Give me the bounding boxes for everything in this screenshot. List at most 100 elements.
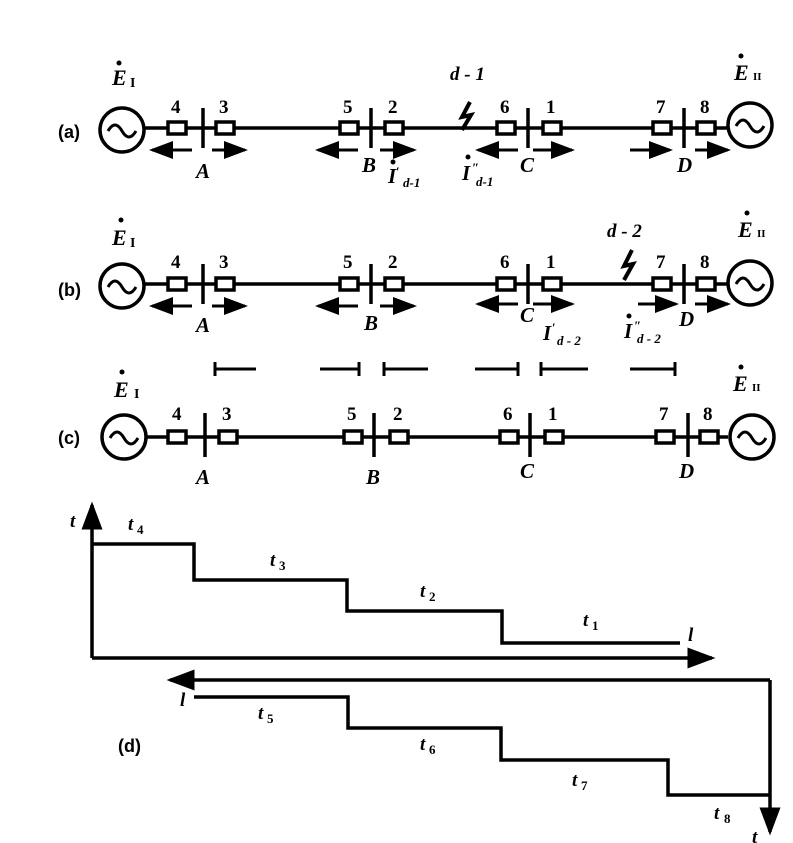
svg-text:t: t bbox=[270, 550, 276, 571]
upper-step-label: t 4 bbox=[128, 514, 144, 537]
direction-arrows bbox=[149, 295, 731, 315]
breaker-1 bbox=[543, 429, 565, 445]
breaker-6 bbox=[495, 276, 517, 292]
fault-lightning-icon bbox=[458, 101, 476, 132]
breaker-number: 6 bbox=[500, 252, 510, 273]
source-right-label: E II bbox=[733, 53, 762, 85]
svg-text:′: ′ bbox=[396, 164, 400, 179]
upper-step-label: t 1 bbox=[583, 610, 599, 633]
breaker-7 bbox=[651, 120, 673, 136]
svg-text:t: t bbox=[572, 770, 578, 791]
fault-label: d - 1 bbox=[450, 64, 485, 85]
bus-label: A bbox=[194, 159, 210, 183]
breaker-number: 5 bbox=[347, 404, 357, 425]
svg-text:5: 5 bbox=[267, 711, 274, 726]
svg-text:d-1: d-1 bbox=[476, 174, 493, 189]
breaker-1 bbox=[541, 120, 563, 136]
breaker-8 bbox=[695, 120, 717, 136]
breaker-number: 5 bbox=[343, 97, 353, 118]
row-label-b: (b) bbox=[58, 280, 81, 300]
svg-text:I: I bbox=[134, 387, 139, 402]
source-left-generator-icon bbox=[100, 413, 148, 461]
bus-label: B bbox=[361, 153, 376, 177]
bus-label: C bbox=[520, 153, 535, 177]
breaker-5 bbox=[342, 429, 364, 445]
breaker-number: 6 bbox=[500, 97, 510, 118]
source-right-generator-icon bbox=[728, 413, 776, 461]
svg-text:II: II bbox=[753, 71, 762, 83]
bus-label: C bbox=[520, 303, 535, 327]
current-left-label: I ′ d-1 bbox=[387, 159, 420, 190]
source-left-generator-icon bbox=[98, 262, 146, 310]
svg-text:E: E bbox=[733, 60, 749, 85]
breaker-number: 6 bbox=[503, 404, 513, 425]
svg-text:6: 6 bbox=[429, 742, 436, 757]
breaker-number: 3 bbox=[219, 97, 229, 118]
svg-text:I: I bbox=[542, 321, 552, 345]
svg-text:d-1: d-1 bbox=[403, 175, 420, 190]
row-label-d: (d) bbox=[118, 736, 141, 756]
svg-text:t: t bbox=[258, 703, 264, 724]
lower-step-label: t 7 bbox=[572, 770, 588, 793]
protection-range-markers bbox=[213, 362, 677, 376]
svg-text:″: ″ bbox=[634, 318, 641, 333]
breaker-number: 3 bbox=[222, 404, 232, 425]
lower-step-label: t 6 bbox=[420, 734, 436, 757]
lower-step-label: t 8 bbox=[714, 803, 731, 826]
svg-text:d - 2: d - 2 bbox=[637, 331, 661, 346]
upper-step-label: t 3 bbox=[270, 550, 286, 573]
breaker-number: 8 bbox=[703, 404, 713, 425]
breaker-2 bbox=[388, 429, 410, 445]
upper-step-label: t 2 bbox=[420, 581, 436, 604]
breaker-number: 8 bbox=[700, 252, 710, 273]
breaker-5 bbox=[338, 120, 360, 136]
svg-text:t: t bbox=[420, 581, 426, 602]
lower-time-staircase bbox=[194, 695, 770, 797]
row-b: (b) E I 4 3 5 2 6 1 7 8 bbox=[58, 210, 774, 348]
breaker-4 bbox=[166, 120, 188, 136]
breaker-8 bbox=[698, 429, 720, 445]
breaker-4 bbox=[166, 276, 188, 292]
breaker-8 bbox=[695, 276, 717, 292]
svg-text:E: E bbox=[111, 225, 127, 250]
row-label-a: (a) bbox=[58, 122, 80, 142]
bus-label: C bbox=[520, 459, 535, 483]
breaker-2 bbox=[383, 276, 405, 292]
svg-text:II: II bbox=[752, 382, 761, 394]
upper-axis-t-label: t bbox=[70, 511, 76, 532]
breaker-number: 5 bbox=[343, 252, 353, 273]
upper-time-staircase bbox=[92, 542, 680, 645]
current-left-label: I ′ d - 2 bbox=[542, 320, 581, 348]
svg-text:″: ″ bbox=[472, 160, 479, 175]
svg-text:E: E bbox=[111, 65, 127, 90]
current-right-label: I ″ d-1 bbox=[461, 154, 493, 189]
breaker-number: 2 bbox=[388, 97, 398, 118]
breaker-3 bbox=[214, 120, 236, 136]
source-left-label: E I bbox=[113, 369, 139, 402]
lower-step-label: t 5 bbox=[258, 703, 274, 726]
svg-text:I: I bbox=[130, 76, 135, 91]
svg-text:I: I bbox=[387, 164, 397, 188]
source-right-generator-icon bbox=[726, 259, 774, 307]
breaker-3 bbox=[217, 429, 239, 445]
breaker-number: 7 bbox=[659, 404, 669, 425]
breaker-7 bbox=[651, 276, 673, 292]
bus-label: B bbox=[365, 465, 380, 489]
breaker-7 bbox=[654, 429, 676, 445]
svg-text:1: 1 bbox=[592, 618, 599, 633]
svg-text:8: 8 bbox=[724, 811, 731, 826]
source-right-label: E II bbox=[732, 364, 761, 396]
svg-text:II: II bbox=[757, 228, 766, 240]
breaker-2 bbox=[383, 120, 405, 136]
row-label-c: (c) bbox=[58, 428, 80, 448]
breaker-number: 2 bbox=[393, 404, 403, 425]
svg-text:t: t bbox=[583, 610, 589, 631]
svg-text:t: t bbox=[128, 514, 134, 535]
lower-axis-l-label: l bbox=[180, 690, 186, 711]
svg-text:t: t bbox=[714, 803, 720, 824]
fault-label: d - 2 bbox=[607, 221, 642, 242]
bus-label: D bbox=[678, 459, 694, 483]
source-right-generator-icon bbox=[726, 101, 774, 149]
svg-text:I: I bbox=[461, 161, 471, 185]
row-c: (c) E I 4 3 5 2 6 1 7 8 A B C D bbox=[58, 364, 776, 489]
